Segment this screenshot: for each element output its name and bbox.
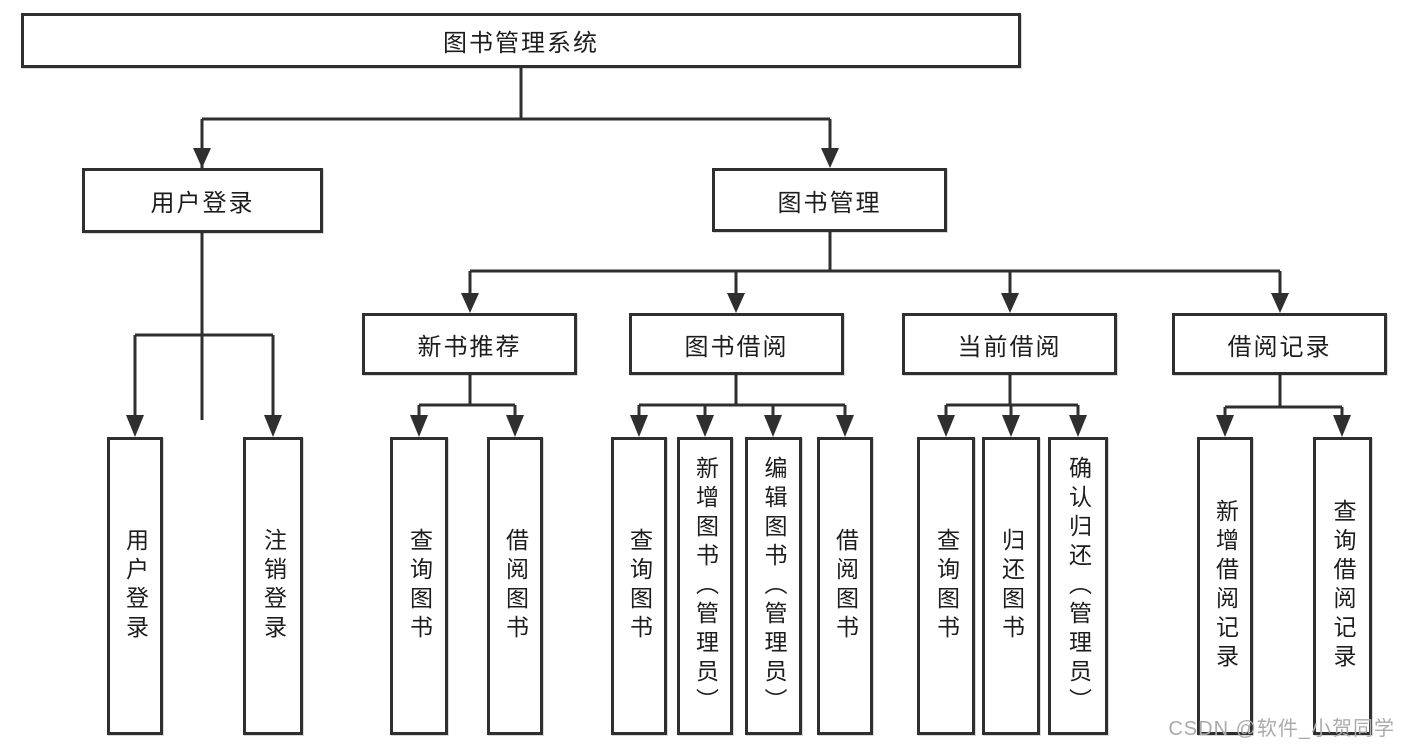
leaf-add-borrow-record: 新增借阅记录 [1197,437,1253,735]
node-label: 新增借阅记录 [1212,499,1239,673]
node-borrow-records: 借阅记录 [1172,313,1387,375]
leaf-add-books-admin: 新增图书（管理员） [677,437,733,735]
node-label: 借阅图书 [832,528,859,644]
node-user-login: 用户登录 [82,168,323,233]
node-root-library-system: 图书管理系统 [21,13,1021,68]
node-label: 新书推荐 [417,333,522,361]
leaf-user-login: 用户登录 [107,437,163,735]
node-label: 当前借阅 [957,333,1062,361]
leaf-query-books-borrow: 查询图书 [611,437,667,735]
csdn-watermark: CSDN @软件_小贺同学 [1168,718,1395,740]
node-label: 借阅记录 [1227,333,1332,361]
node-label: 查询借阅记录 [1330,499,1356,673]
node-label: 归还图书 [998,528,1025,644]
connector-book-management [468,232,1282,296]
node-label: 借阅图书 [502,528,529,644]
connector-borrow-records [1223,375,1344,418]
leaf-edit-books-admin: 编辑图书（管理员） [745,437,802,735]
node-label: 用户登录 [122,528,149,644]
node-label: 查询图书 [626,528,653,644]
node-label: 用户登录 [150,190,255,217]
node-current-borrow: 当前借阅 [902,313,1117,375]
node-new-book-recommend: 新书推荐 [362,313,577,375]
node-label: 图书管理系统 [443,30,599,57]
node-label: 查询图书 [406,528,433,644]
node-book-borrow: 图书借阅 [629,313,844,375]
leaf-borrow-books: 借阅图书 [817,437,873,735]
leaf-logout: 注销登录 [243,437,303,735]
node-label: 图书管理 [777,189,882,217]
node-label: 注销登录 [260,528,287,644]
leaf-query-books-recommend: 查询图书 [390,437,448,735]
connector-current-borrow [944,375,1080,418]
node-label: 图书借阅 [684,333,789,361]
leaf-query-borrow-record: 查询借阅记录 [1313,437,1372,735]
connector-new-book [417,375,517,418]
connector-user-login [133,233,275,418]
leaf-borrow-books-recommend: 借阅图书 [487,437,543,735]
node-label: 确认归还（管理员） [1065,455,1092,717]
node-book-management: 图书管理 [712,168,947,232]
leaf-query-books-current: 查询图书 [917,437,975,735]
node-label: 新增图书（管理员） [692,455,719,717]
leaf-confirm-return-admin: 确认归还（管理员） [1048,437,1108,735]
node-label: 查询图书 [933,528,960,644]
leaf-return-books: 归还图书 [982,437,1040,735]
connector-book-borrow [637,375,847,418]
node-label: 编辑图书（管理员） [761,455,787,717]
